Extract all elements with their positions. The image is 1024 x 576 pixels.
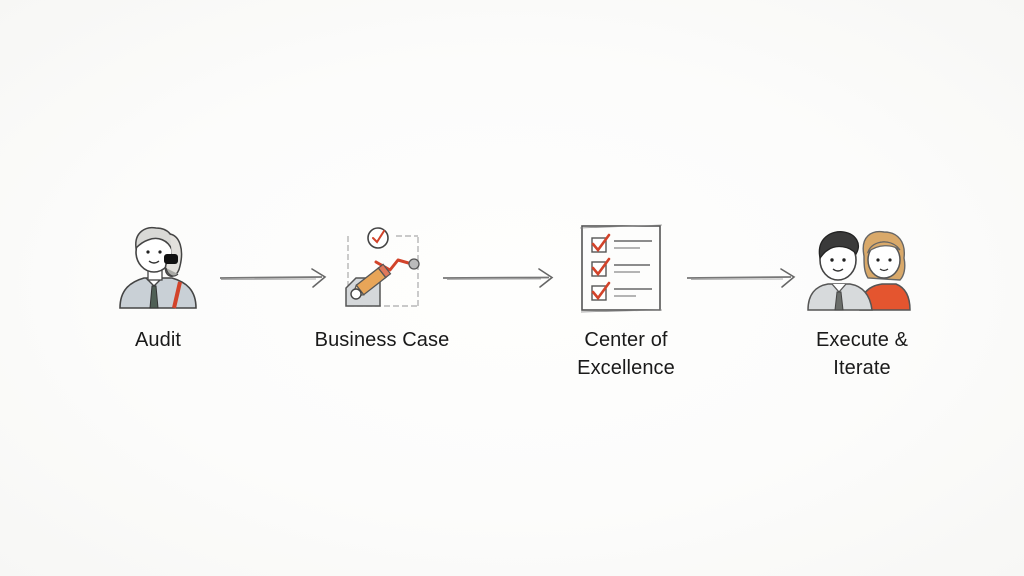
arrow-right-icon <box>219 268 327 288</box>
pencil-chart-check-icon <box>345 227 420 307</box>
two-people-icon <box>807 230 911 311</box>
step-label-business-case: Business Case <box>314 329 450 351</box>
step-label-audit: Audit <box>134 329 182 351</box>
arrow-right-icon <box>686 268 796 288</box>
arrow-right-icon <box>442 268 554 288</box>
step-label-execute-iterate: Execute & Iterate <box>815 329 909 379</box>
checklist-icon <box>579 224 663 313</box>
step-label-center-of-excellence: Center of Excellence <box>577 329 675 379</box>
person-with-phone-icon <box>119 226 197 309</box>
